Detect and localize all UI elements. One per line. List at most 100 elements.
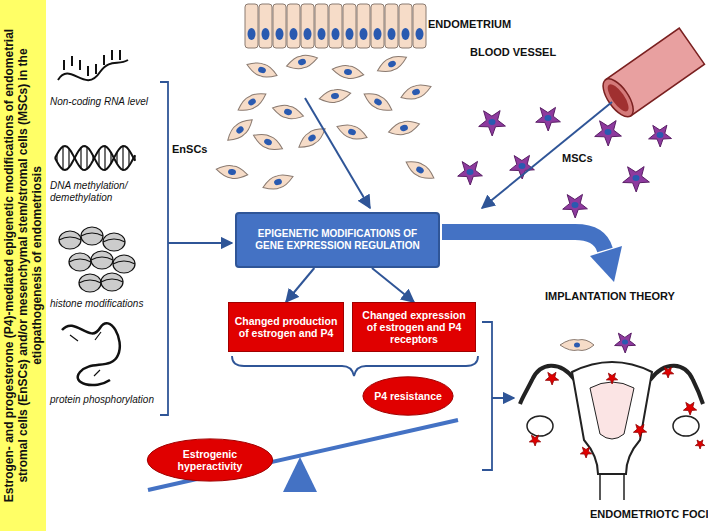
vessel-lumen [604,81,632,114]
process-box: EPIGENETIC MODIFICATIONS OF GENE EXPRESS… [235,212,440,268]
cell-body [245,59,279,81]
dna-rung [92,156,93,161]
connector [286,268,314,302]
stromal-cell [335,121,369,143]
nucleus [489,119,496,125]
nucleus [374,28,382,40]
epithelial-cell [259,4,272,48]
histone [81,227,103,245]
nucleus [283,108,292,116]
nucleus [304,28,312,40]
dna-rung [62,147,63,170]
dna-wrap [79,280,101,283]
nucleus [248,28,256,40]
stromal-cell [331,63,365,81]
stromal-cell [285,52,319,72]
nucleus [262,28,270,40]
uterus-body [572,362,652,474]
stromal-cell [361,89,395,116]
blood-vessel [597,28,704,121]
ovary [527,416,553,436]
dna-wrap [69,259,91,262]
cell-body [271,102,305,122]
nucleus [416,28,424,40]
arrow-head [590,246,622,282]
rna-tick [103,55,105,65]
fallopian-tube [650,366,703,404]
nucleus [297,58,306,66]
endometriotic-focus [580,447,591,458]
msc-cell [479,111,506,136]
uterus [520,362,703,500]
dna-wrap [81,233,103,236]
nucleus [247,97,257,106]
stromal-cell [245,59,279,81]
endometriotic-focus [606,373,617,384]
msc-cell [623,167,650,192]
ovary [673,416,699,436]
rna-tick [119,50,121,60]
cell-body [251,130,285,155]
nucleus [347,128,357,136]
text-wrap: P4 resistance [374,390,442,402]
result-box: Changed expression of estrogen and P4 re… [352,302,476,352]
msc-cell [563,194,588,218]
endometriotic-focus [683,402,696,415]
epithelial-cell [357,4,370,48]
msc-cell [615,333,636,353]
node-text: Changed expression of estrogen and P4 re… [357,309,471,345]
epithelial-cell [315,4,328,48]
stromal-cell [318,87,352,105]
cell-body [403,157,437,184]
dna-rung [116,152,117,163]
text-wrap: Changed production of estrogen and P4 [233,315,339,339]
protein-icon [62,323,120,385]
nucleus [387,60,397,69]
rna-tick [79,60,81,70]
nucleus [373,97,383,106]
seesaw-fulcrum [283,457,317,492]
dna-rung [128,150,129,166]
bracket [160,82,232,415]
migration-arrow [305,98,370,208]
epithelial-cell [245,4,258,48]
endometriotic-focus [529,435,540,446]
text-label: Non-coding RNA level [50,96,158,108]
cell-body [335,121,369,143]
dna-rung [80,148,81,168]
nucleus [467,169,474,175]
node-text: Changed production of estrogen and P4 [233,315,339,339]
nucleus [228,168,237,175]
rna-tick [111,50,113,60]
text-label: EnSCs [172,143,207,155]
histone [101,273,123,291]
msc-cell [595,121,622,146]
msc-cell [649,125,672,147]
text-label: BLOOD VESSEL [470,46,556,58]
title-band: Estrogen- and progesterone (P4)-mediated… [0,0,46,531]
dna-strand [55,146,135,170]
node-text: EPIGENETIC MODIFICATIONS OF GENE EXPRESS… [243,228,432,252]
text-label: DNA methylation/ demethylation [50,180,150,204]
nucleus [411,88,421,96]
nucleus [388,28,396,40]
nucleus [332,28,340,40]
nucleus [273,178,283,186]
migration-arrow [482,102,612,208]
result-box: Changed production of estrogen and P4 [228,302,344,352]
node-text: Estrogenic hyperactivity [158,448,262,472]
nucleus [633,175,640,181]
epithelial-cell [273,4,286,48]
epithelial-cell [399,4,412,48]
epithelial-cell [301,4,314,48]
ellipse-node: Estrogenic hyperactivity [146,438,274,482]
implantation-arrow [442,232,605,250]
cell-body [261,171,295,193]
nucleus [235,125,245,135]
stromal-cell [387,118,421,138]
dna-rung [56,154,57,162]
stromal-cell [375,52,409,77]
nucleus [331,92,340,99]
nucleus [415,165,425,174]
nucleus [572,202,579,208]
